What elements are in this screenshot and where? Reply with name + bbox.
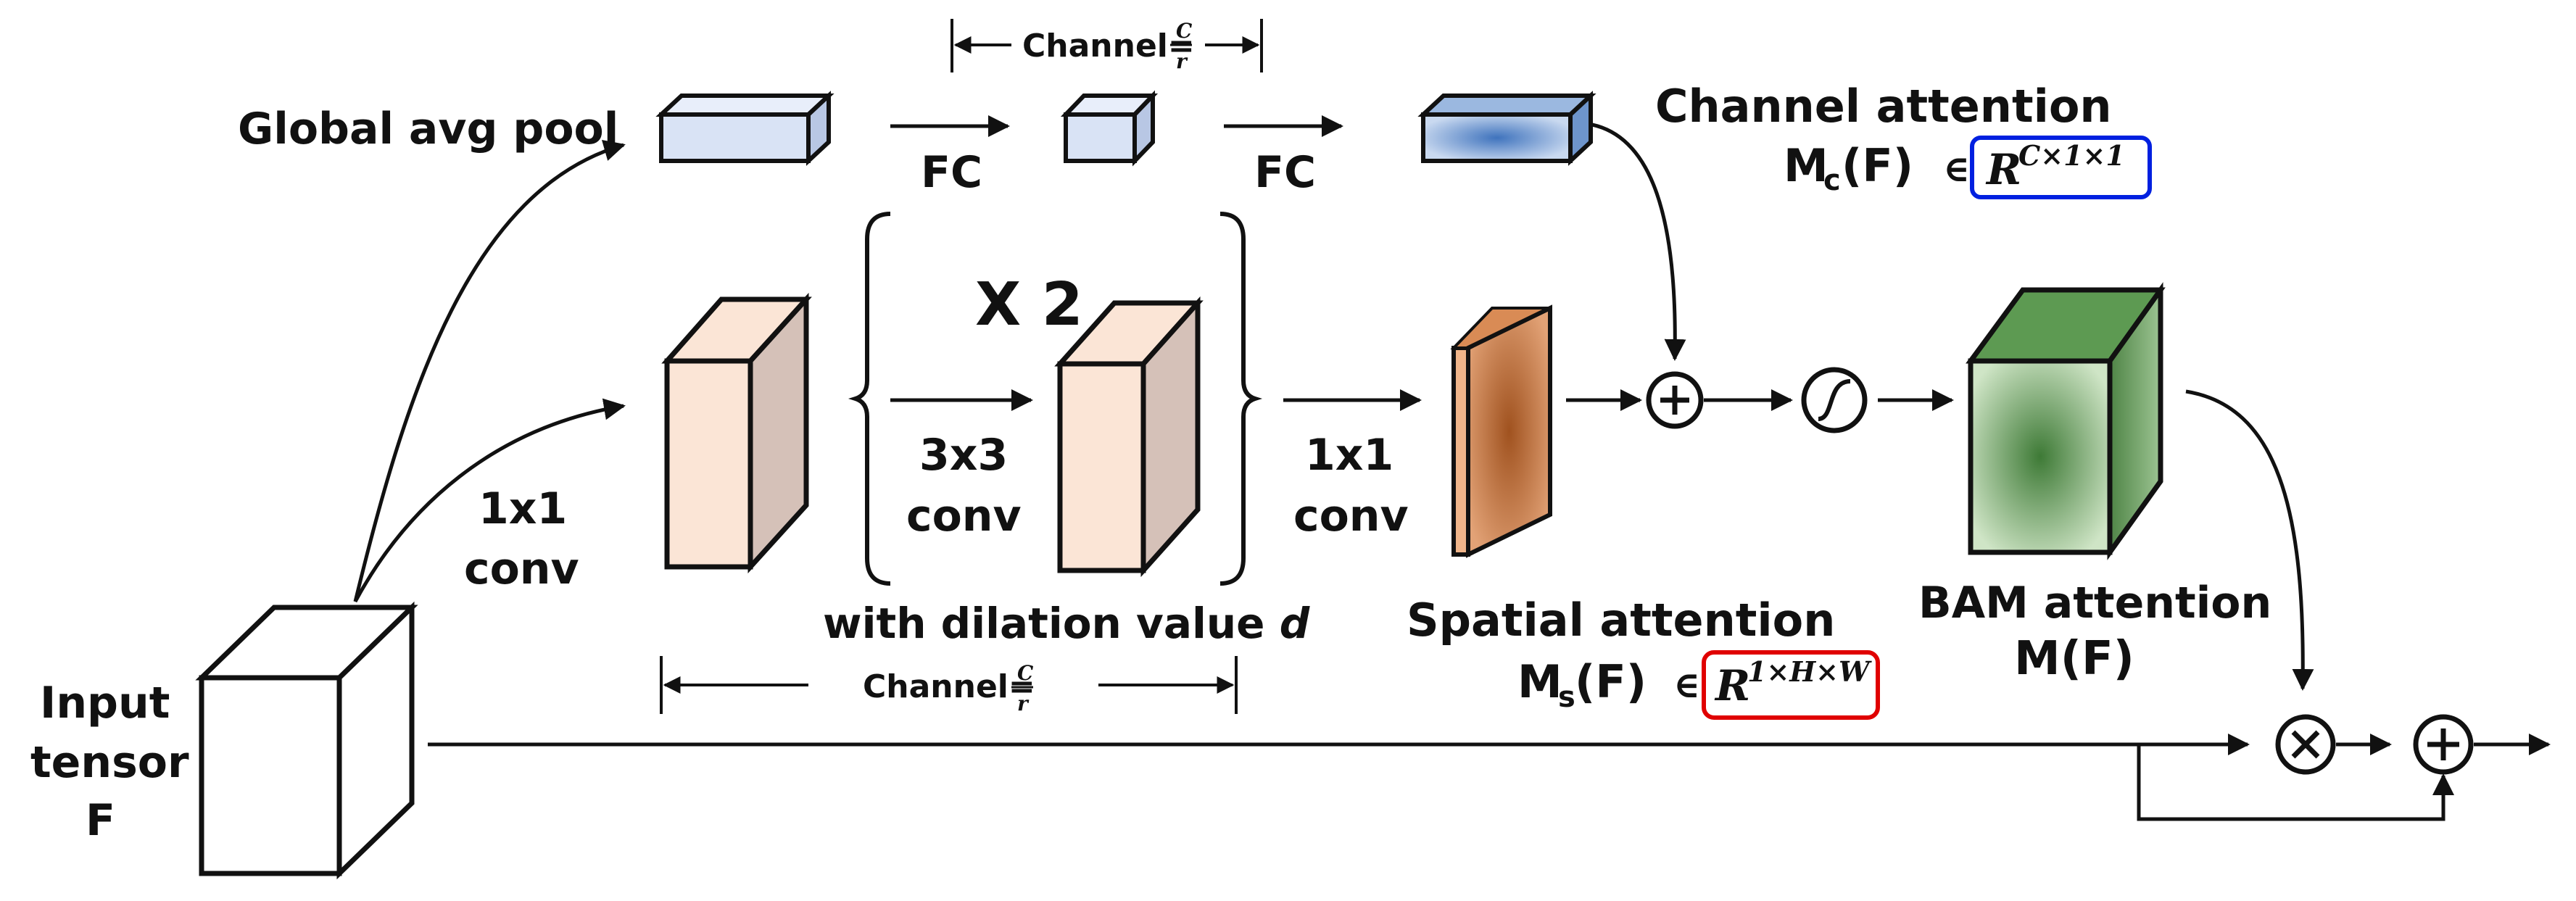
channel-attention-map-box xyxy=(1417,91,1596,166)
arrow-input-to-conv xyxy=(353,398,626,603)
svg-text:M: M xyxy=(1517,655,1562,708)
arrow-channel-to-sum xyxy=(1591,123,1686,361)
conv-1x1-out-label-a: 1x1 xyxy=(1305,430,1393,481)
skip-connection xyxy=(2137,744,2454,821)
dilation-var: d xyxy=(1280,599,1310,648)
svg-text:R: R xyxy=(1985,145,2021,194)
svg-text:∈: ∈ xyxy=(1943,147,1970,190)
spatial-attention-symbol: M s (F) ∈ xyxy=(1517,655,1700,714)
channel-ratio-top-num: C xyxy=(1176,19,1193,43)
svg-text:s: s xyxy=(1558,681,1575,714)
channel-ratio-bottom-prefix: Channel= xyxy=(863,668,1035,705)
input-label-line3: F xyxy=(86,795,115,846)
channel-space: R C×1×1 xyxy=(1985,139,2125,194)
final-add-icon xyxy=(2413,714,2474,775)
arrow-bam-to-multiply xyxy=(2185,389,2314,691)
fc2-label: FC xyxy=(1254,147,1316,198)
channel-ratio-top-prefix: Channel= xyxy=(1022,28,1195,65)
svg-text:(F): (F) xyxy=(1575,655,1647,708)
input-label-line1: Input xyxy=(40,678,170,728)
spatial-space: R 1×H×W xyxy=(1714,655,1872,710)
conv-1x1-out-label-b: conv xyxy=(1293,491,1409,541)
global-avg-pool-label: Global avg pool xyxy=(238,104,618,154)
channel-ratio-bottom-num: C xyxy=(1017,661,1034,685)
channel-ratio-top: Channel= C r xyxy=(951,19,1263,73)
add-icon xyxy=(1646,371,1704,429)
bam-attention-cube xyxy=(1966,282,2166,560)
svg-text:1×H×W: 1×H×W xyxy=(1747,655,1872,688)
input-tensor-cube xyxy=(195,601,418,880)
channel-ratio-top-den: r xyxy=(1176,49,1188,73)
repeat-bracket xyxy=(848,212,1263,586)
spatial-attention-title: Spatial attention xyxy=(1407,594,1835,647)
svg-text:∈: ∈ xyxy=(1673,663,1700,706)
fc-reduced-box xyxy=(1060,90,1159,167)
spatial-attention-map xyxy=(1450,304,1552,558)
channel-ratio-bottom-den: r xyxy=(1017,692,1030,715)
arrow-input-to-pool xyxy=(353,140,626,602)
bam-title: BAM attention xyxy=(1918,578,2271,628)
feature-box-1 xyxy=(661,292,812,574)
sigmoid-icon xyxy=(1801,367,1868,433)
conv-3x3-label-b: conv xyxy=(906,491,1022,541)
bam-symbol: M(F) xyxy=(2014,632,2134,686)
channel-attention-title: Channel attention xyxy=(1655,80,2112,133)
feature-box-2 xyxy=(1054,296,1204,578)
conv-1x1-in-label-b: conv xyxy=(464,544,579,594)
spatial-space-highlight xyxy=(1702,650,1880,720)
conv-1x1-in-label-a: 1x1 xyxy=(479,483,567,534)
svg-text:C×1×1: C×1×1 xyxy=(2018,139,2125,172)
multiply-icon xyxy=(2275,714,2336,775)
channel-ratio-bottom: Channel= C r xyxy=(660,656,1238,715)
svg-text:R: R xyxy=(1714,661,1750,710)
svg-text:M: M xyxy=(1784,139,1829,192)
global-avg-pool-box xyxy=(655,91,834,166)
dilation-label: with dilation value d xyxy=(823,599,1310,648)
svg-text:c: c xyxy=(1823,164,1841,197)
channel-attention-symbol: M c (F) ∈ xyxy=(1784,139,1970,197)
repeat-label: X 2 xyxy=(975,270,1083,339)
conv-3x3-label-a: 3x3 xyxy=(919,430,1008,481)
svg-text:(F): (F) xyxy=(1842,139,1913,192)
fc1-label: FC xyxy=(921,147,982,198)
input-label-line2: tensor xyxy=(30,737,189,788)
channel-space-highlight xyxy=(1970,136,2152,199)
